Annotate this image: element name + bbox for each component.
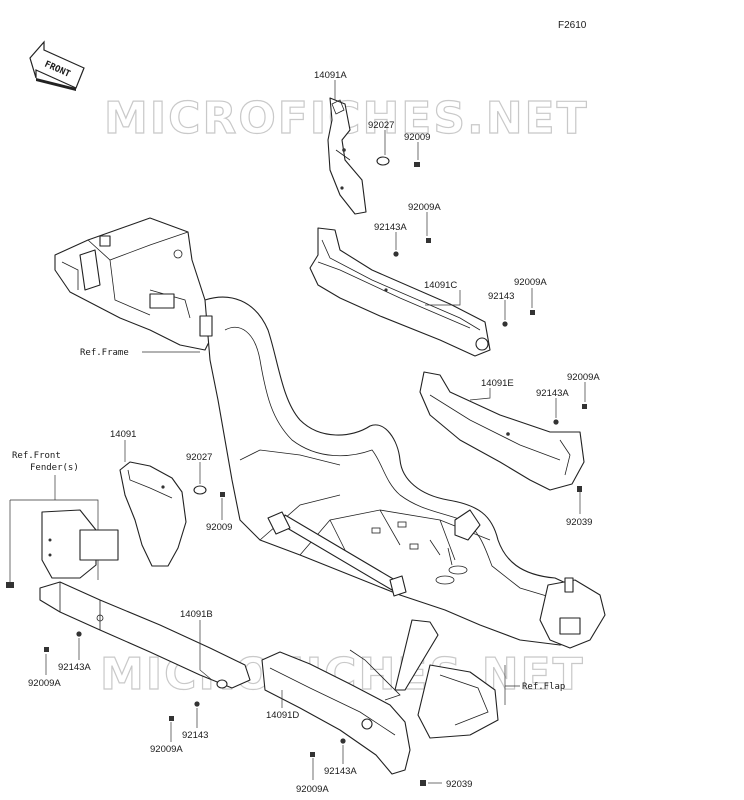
label-14091: 14091 xyxy=(110,429,136,440)
label-92009A-3: 92009A xyxy=(567,372,600,383)
label-92143-1: 92143 xyxy=(488,291,514,302)
bolt-92009A-1 xyxy=(426,238,431,243)
part-14091A-illustration xyxy=(327,97,367,215)
nut-92143A-1 xyxy=(393,251,399,257)
label-92009A-5: 92009A xyxy=(150,744,183,755)
nut-92143A-3 xyxy=(76,631,82,637)
bolt-92039-1 xyxy=(577,486,582,492)
label-92027-mid: 92027 xyxy=(186,452,212,463)
label-92143A-2: 92143A xyxy=(536,388,569,399)
label-92009A-6: 92009A xyxy=(296,784,329,795)
part-14091E-illustration xyxy=(419,371,585,491)
label-92039-1: 92039 xyxy=(566,517,592,528)
bolt-92039-2 xyxy=(420,780,426,786)
bolt-92009A-6 xyxy=(310,752,315,757)
nut-92143A-4 xyxy=(340,738,346,744)
part-14091C-illustration xyxy=(309,227,491,357)
label-92143A-4: 92143A xyxy=(324,766,357,777)
label-92039-2: 92039 xyxy=(446,779,472,790)
ref-frame: Ref.Frame xyxy=(80,348,129,358)
bolt-92009A-3 xyxy=(582,404,587,409)
bolt-front-left xyxy=(6,582,14,588)
label-92009A-1: 92009A xyxy=(408,202,441,213)
ref-front-fender-line2: Fender(s) xyxy=(30,463,79,473)
leader-lines xyxy=(45,80,586,784)
washer-92027-mid xyxy=(193,485,207,495)
label-14091D: 14091D xyxy=(266,710,299,721)
label-92143-2: 92143 xyxy=(182,730,208,741)
label-14091C: 14091C xyxy=(424,280,457,291)
label-92009A-4: 92009A xyxy=(28,678,61,689)
frame-illustration xyxy=(39,217,606,689)
front-arrow-icon: FRONT xyxy=(29,40,85,91)
label-14091E: 14091E xyxy=(481,378,514,389)
bolt-92009A-2 xyxy=(530,310,535,315)
label-92027-top: 92027 xyxy=(368,120,394,131)
label-92009-mid: 92009 xyxy=(206,522,232,533)
label-92009-top: 92009 xyxy=(404,132,430,143)
label-92143A-1: 92143A xyxy=(374,222,407,233)
figure-code: F2610 xyxy=(558,20,587,31)
bolt-92009-mid xyxy=(220,492,225,497)
nut-92143-1 xyxy=(502,321,508,327)
ref-front-fender-line1: Ref.Front xyxy=(12,451,61,461)
label-14091A: 14091A xyxy=(314,70,347,81)
part-14091-illustration xyxy=(119,461,187,567)
label-92143A-3: 92143A xyxy=(58,662,91,673)
grommet-14091B xyxy=(216,679,228,689)
bolt-92009A-5 xyxy=(169,716,174,721)
flap-illustration xyxy=(349,619,499,739)
bolt-92009-top xyxy=(414,162,420,167)
part-14091D-illustration xyxy=(261,651,411,775)
label-92009A-2: 92009A xyxy=(514,277,547,288)
washer-92027-top xyxy=(376,156,390,166)
front-fender-box xyxy=(6,499,119,588)
nut-92143A-2 xyxy=(553,419,559,425)
bolt-92009A-4 xyxy=(44,647,49,652)
nut-92143-2 xyxy=(194,701,200,707)
label-14091B: 14091B xyxy=(180,609,213,620)
ref-flap: Ref.Flap xyxy=(522,682,565,692)
